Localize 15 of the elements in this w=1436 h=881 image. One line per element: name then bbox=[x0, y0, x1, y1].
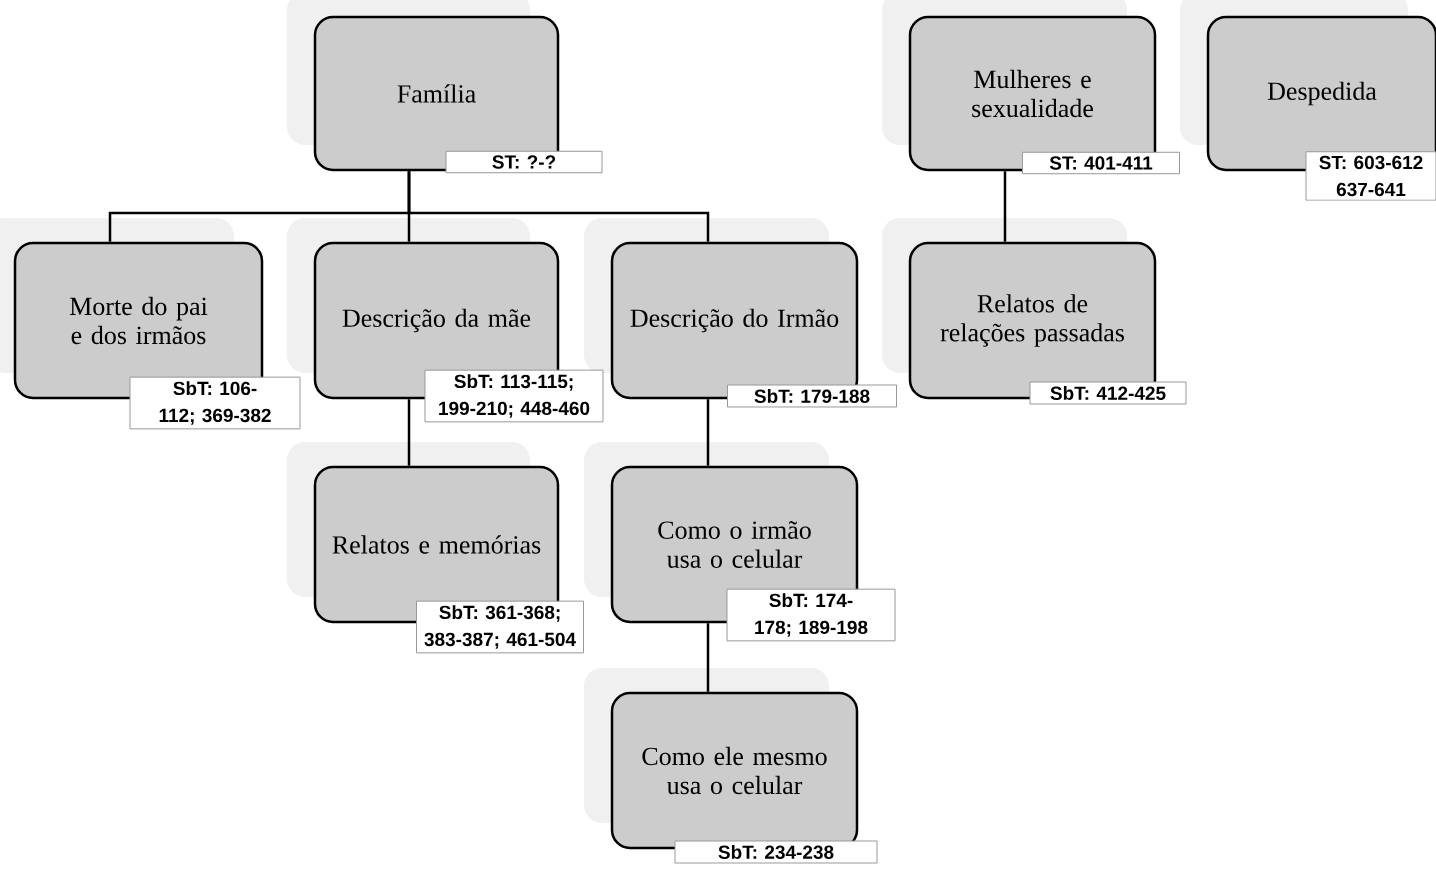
range-label: SbT: 106-112; 369-382 bbox=[129, 376, 301, 430]
connector-line bbox=[407, 399, 411, 466]
range-label: ST: 401-411 bbox=[1022, 151, 1180, 175]
range-label: SbT: 234-238 bbox=[674, 840, 878, 864]
range-label: SbT: 179-188 bbox=[727, 384, 897, 408]
connector-line bbox=[706, 623, 710, 692]
range-label: SbT: 174-178; 189-198 bbox=[726, 588, 896, 642]
range-label: SbT: 361-368; 383-387; 461-504 bbox=[416, 600, 584, 654]
range-label: SbT: 113-115; 199-210; 448-460 bbox=[424, 369, 604, 423]
connector-line bbox=[1003, 171, 1007, 242]
connector-line bbox=[706, 399, 710, 466]
range-label: SbT: 412-425 bbox=[1029, 381, 1187, 405]
range-label: ST: ?-? bbox=[445, 150, 603, 174]
connector-line bbox=[407, 171, 710, 242]
range-label: ST: 603-612 637-641 bbox=[1305, 151, 1436, 201]
